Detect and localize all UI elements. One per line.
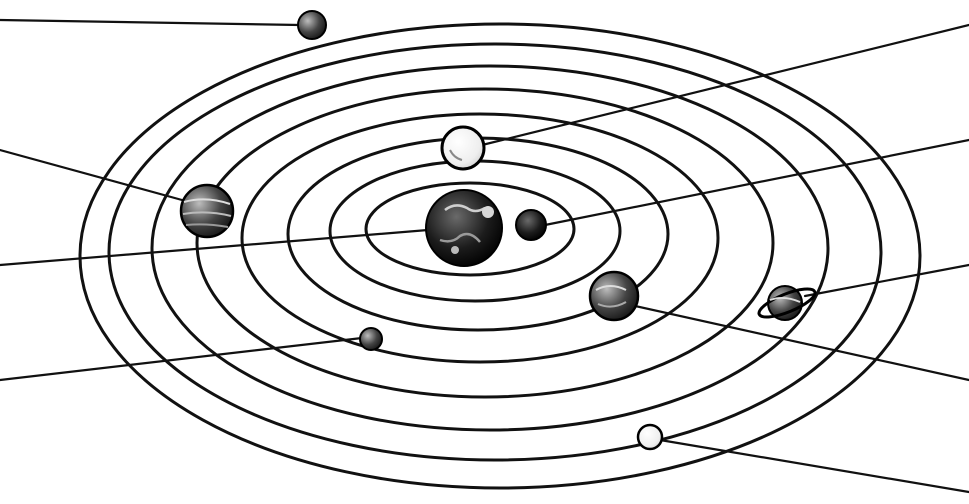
leader-line-5 [482,25,969,145]
bodies [181,11,818,449]
leader-line-9 [660,440,969,492]
planet-icon [181,185,233,237]
planet-icon [516,210,546,240]
ringed-planet-icon [756,283,818,322]
planet-icon [360,328,382,350]
sun-icon [426,190,502,266]
planet-icon [638,425,662,449]
planet-icon [298,11,326,39]
leader-line-2 [0,150,182,200]
planet-icon [590,272,638,320]
leader-line-1 [0,20,300,25]
orbit-8 [80,24,920,488]
orbit-group [80,24,920,488]
leader-line-6 [545,140,969,225]
planet-icon [442,127,484,169]
leader-line-7 [805,265,969,296]
